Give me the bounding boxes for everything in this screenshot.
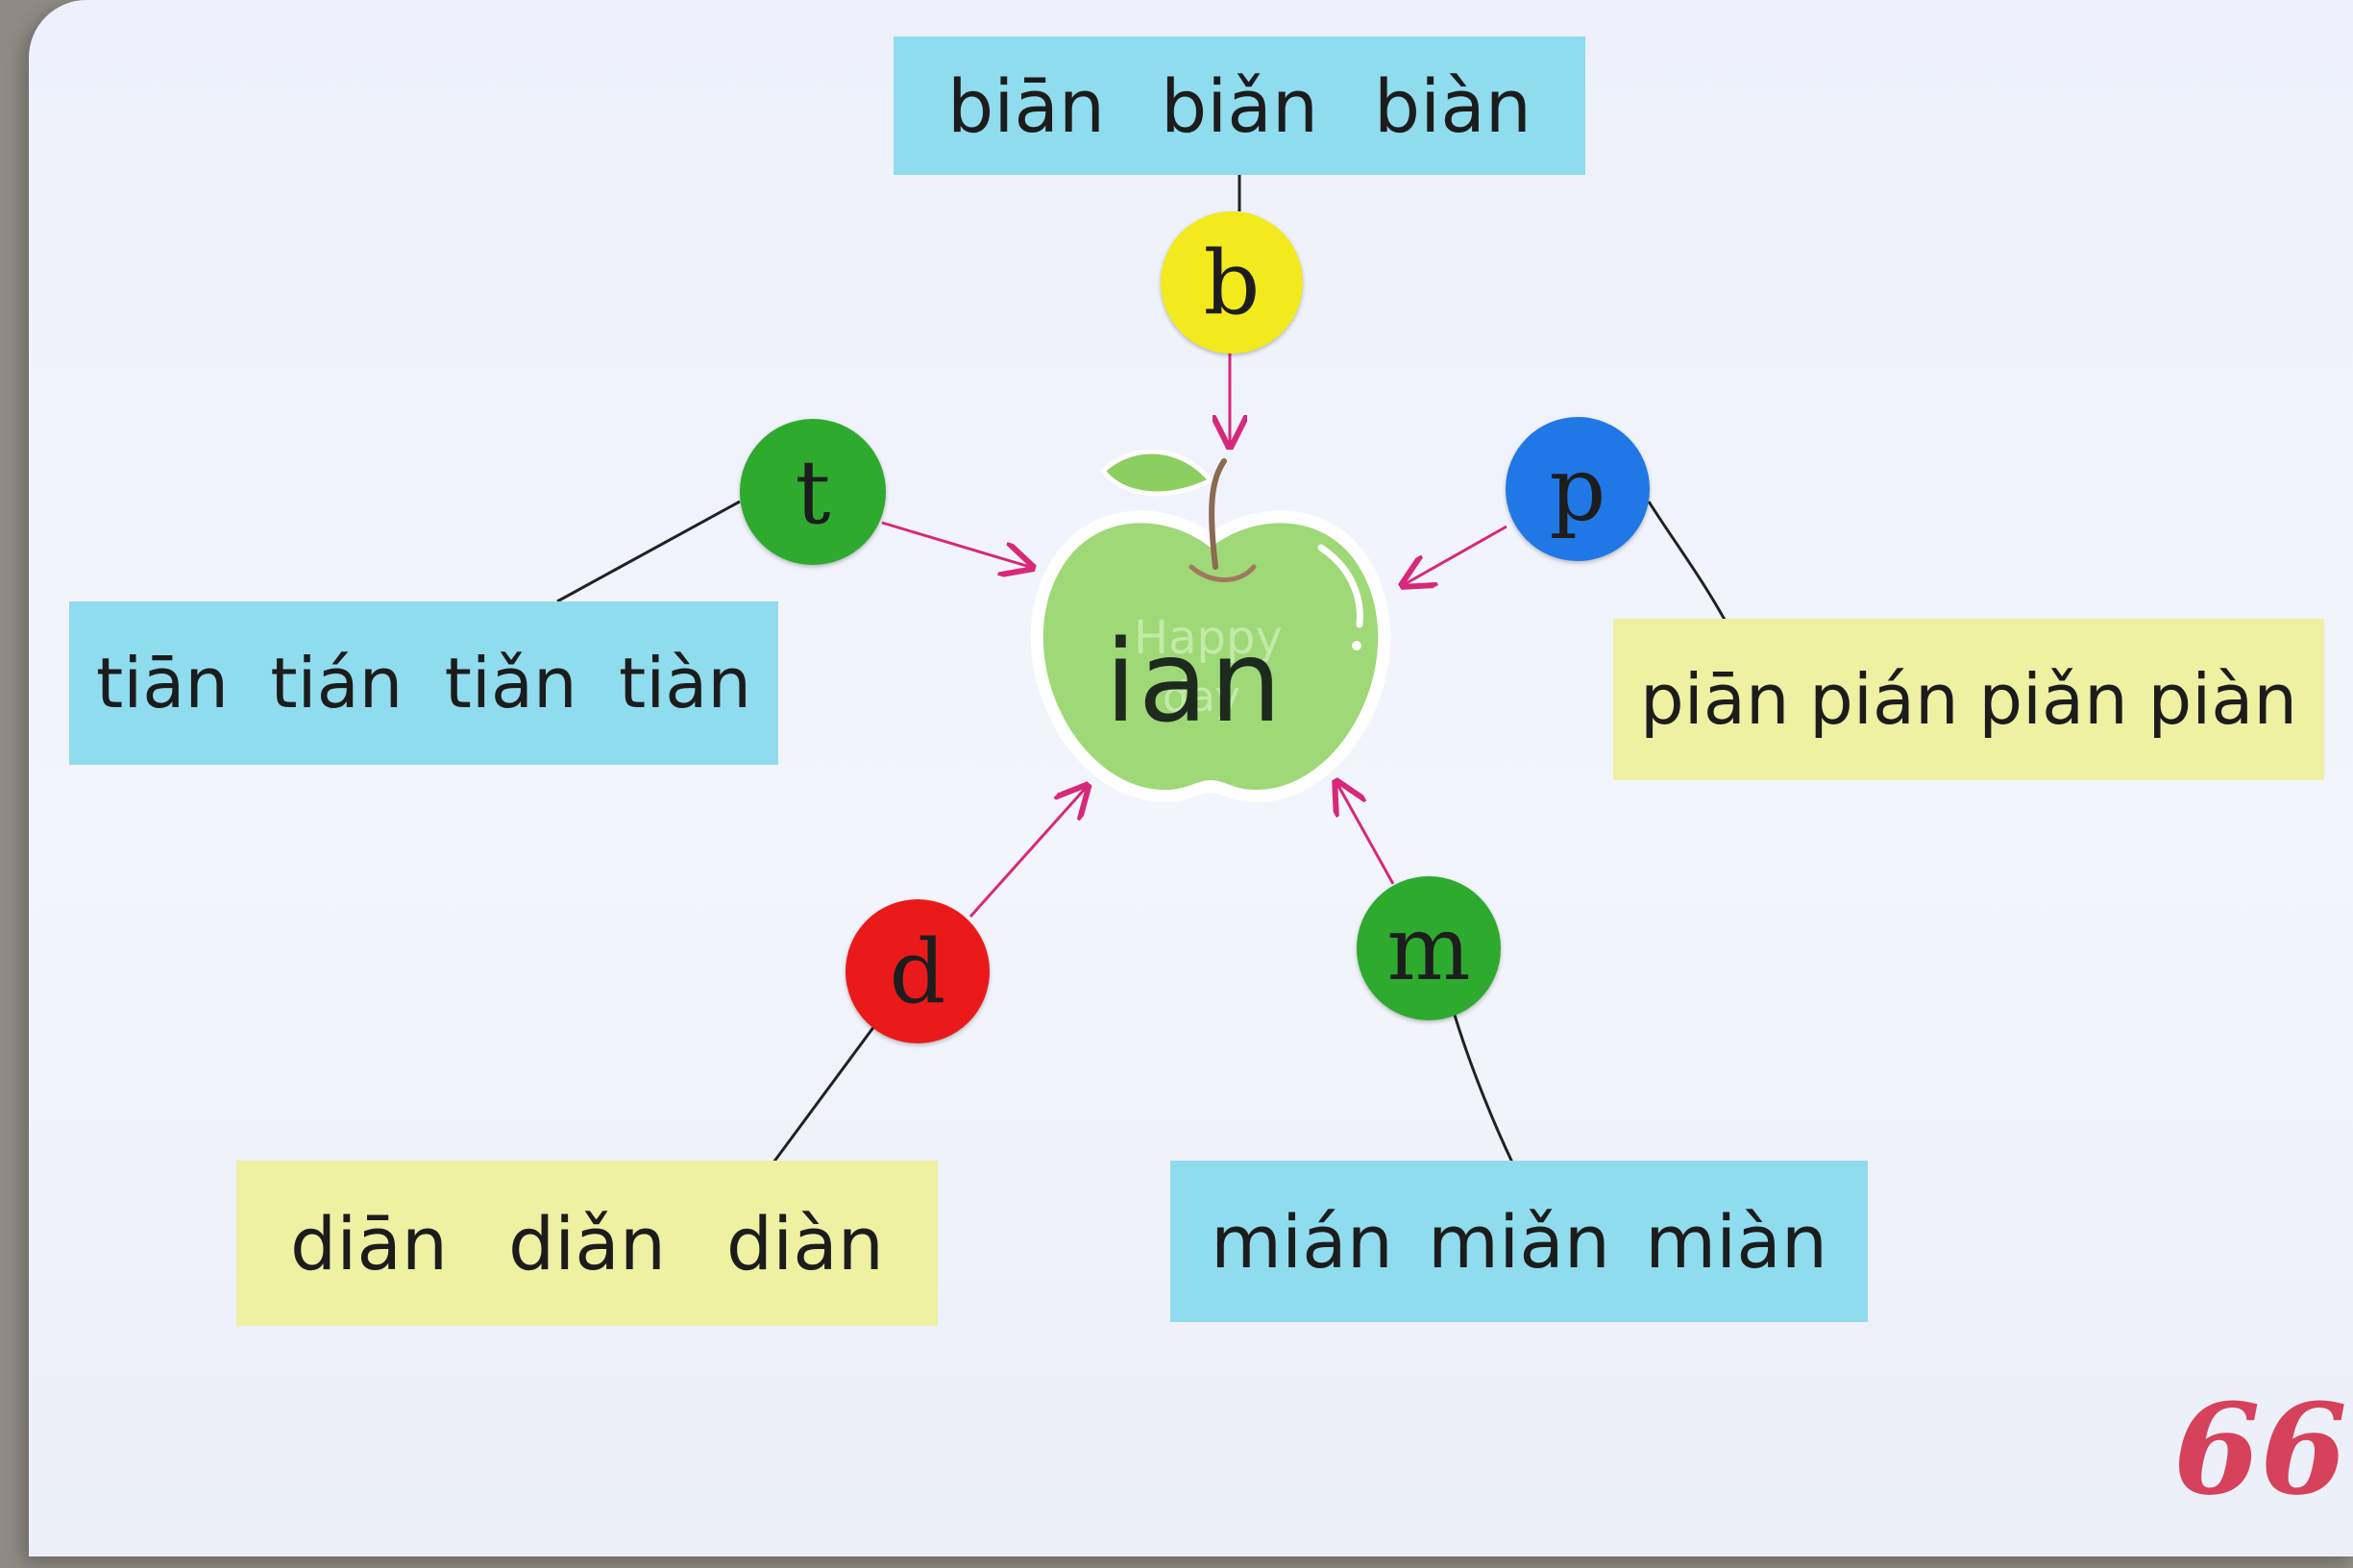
page-number: 66 (2173, 1376, 2347, 1523)
arrow-p (1405, 525, 1507, 584)
initial-circle-b: b (1161, 211, 1303, 354)
initial-letter-d: d (889, 919, 946, 1023)
syllable-p-3: piǎn (1978, 659, 2128, 740)
apple-icon: Happy day (1030, 449, 1391, 803)
syllable-m-2: miǎn (1428, 1198, 1610, 1285)
syllable-d-1: diān (290, 1200, 449, 1286)
arrow-d (968, 788, 1086, 919)
syllable-m-1: mián (1211, 1198, 1393, 1285)
syllable-card-b: biān biǎn biàn (894, 37, 1585, 175)
syllable-card-m: mián miǎn miàn (1170, 1161, 1868, 1322)
arrow-m (1337, 784, 1395, 885)
syllable-card-t: tiān tián tiǎn tiàn (69, 601, 778, 765)
initial-letter-m: m (1386, 896, 1471, 1000)
initial-circle-d: d (846, 899, 990, 1043)
syllable-t-1: tiān (96, 643, 229, 723)
syllable-b-1: biān (947, 62, 1106, 149)
syllable-d-2: diǎn (507, 1200, 667, 1286)
syllable-d-3: diàn (725, 1200, 884, 1286)
initial-circle-m: m (1357, 876, 1501, 1020)
apple-sticker-text-1: Happy (1134, 611, 1283, 665)
connector-t (556, 500, 741, 603)
syllable-t-2: tián (270, 643, 404, 723)
center-final-label: ian (1105, 615, 1284, 747)
initial-letter-t: t (795, 440, 831, 544)
initial-letter-p: p (1549, 437, 1606, 541)
initial-letter-b: b (1203, 231, 1261, 334)
syllable-m-3: miàn (1645, 1198, 1827, 1285)
initial-circle-p: p (1506, 417, 1650, 561)
syllable-p-4: piàn (2147, 659, 2297, 740)
syllable-card-p: piān pián piǎn piàn (1613, 619, 2324, 780)
apple-sticker-text-2: day (1163, 673, 1240, 722)
syllable-p-1: piān (1640, 659, 1790, 740)
connector-m (1451, 1008, 1515, 1165)
syllable-t-3: tiǎn (444, 643, 577, 723)
arrow-t (881, 521, 1030, 567)
syllable-p-2: pián (1809, 659, 1959, 740)
connector-d (772, 1025, 876, 1164)
syllable-t-4: tiàn (618, 643, 751, 723)
syllable-b-2: biǎn (1160, 62, 1319, 149)
syllable-b-3: biàn (1373, 62, 1532, 149)
connector-p (1647, 501, 1727, 621)
initial-circle-t: t (740, 419, 886, 565)
syllable-card-d: diān diǎn diàn (236, 1161, 938, 1326)
